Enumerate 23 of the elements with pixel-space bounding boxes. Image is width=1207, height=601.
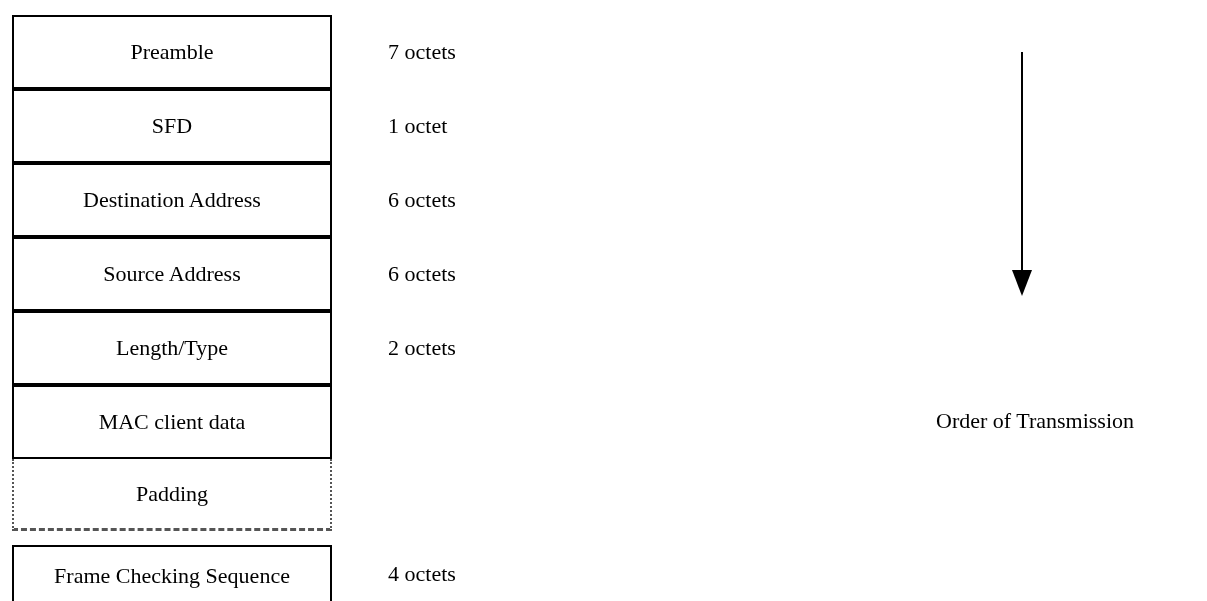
field-name: Destination Address — [83, 187, 261, 213]
frame-field-box — [12, 311, 332, 385]
frame-field-box — [12, 385, 332, 459]
padding-field-box — [12, 459, 332, 531]
field-name: Padding — [135, 480, 209, 507]
field-size-label: 7 octets — [388, 39, 456, 65]
caption-text: Order of Transmission — [936, 408, 1134, 434]
frame-field-box — [12, 545, 332, 601]
field-size-label: 1 octet — [388, 113, 448, 139]
field-name: Preamble — [130, 39, 214, 65]
field-size-label: 2 octets — [388, 335, 456, 361]
frame-field-box — [12, 237, 332, 311]
field-name: Source Address — [103, 261, 241, 287]
field-size-label: 6 octets — [388, 261, 456, 287]
field-name: Length/Type — [115, 335, 229, 361]
field-size-label: 6 octets — [388, 187, 456, 213]
field-name: Frame Checking Sequence — [54, 563, 290, 589]
frame-field-box — [12, 89, 332, 163]
frame-field-box — [12, 163, 332, 237]
field-size-label: 4 octets — [388, 561, 456, 587]
field-name: MAC client data — [98, 409, 246, 435]
field-name: SFD — [151, 113, 193, 139]
frame-field-box — [12, 15, 332, 89]
